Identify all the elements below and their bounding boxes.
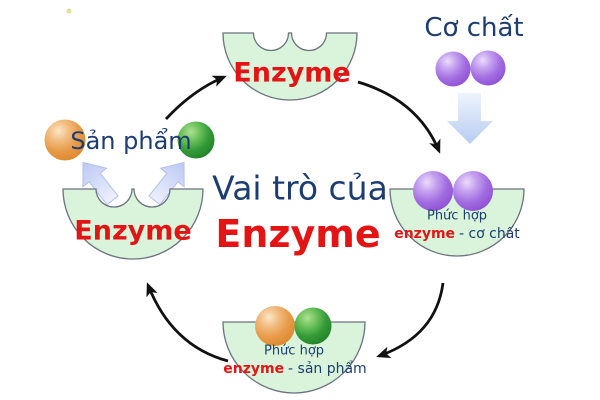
cycle-arrow-bottom-to-left-icon (146, 282, 229, 363)
enzyme-top-label: Enzyme (233, 57, 351, 89)
cycle-arrow-right-to-bottom-icon (376, 282, 445, 359)
product-green-sphere-icon (294, 307, 332, 345)
complex-product-shape (222, 321, 366, 394)
substrate-label: Cơ chất (424, 13, 524, 43)
artifact-dot (66, 8, 72, 14)
diagram-title-line1: Vai trò của (212, 168, 388, 208)
product-label: Sản phẩm (70, 127, 192, 155)
complex-product-suffix: - sản phẩm (288, 361, 367, 377)
complex-product-enzyme-word: enzyme (223, 361, 285, 377)
complex-substrate-enzyme-word: enzyme (394, 226, 456, 242)
enzyme-left-label: Enzyme (74, 215, 192, 247)
diagram-title-line2: Enzyme (215, 212, 381, 256)
release-arrow-right-icon (148, 161, 185, 206)
product-orange-sphere-icon (44, 119, 86, 161)
release-arrow-left-icon (82, 161, 119, 206)
substrate-sphere-icon (470, 50, 506, 86)
cycle-arrow-left-to-top-icon (164, 75, 227, 120)
complex-substrate-label-line2: enzyme- cơ chất (394, 227, 520, 241)
substrate-sphere-icon (435, 51, 471, 87)
cycle-arrow-top-to-right-icon (357, 80, 441, 154)
enzyme-left-shape (62, 188, 204, 260)
complex-substrate-label-line1: Phức hợp (426, 208, 488, 224)
binding-down-arrow-icon (447, 93, 493, 144)
complex-product-label-line2: enzyme- sản phẩm (223, 362, 366, 376)
substrate-sphere-icon (453, 171, 493, 211)
substrate-sphere-icon (413, 171, 453, 211)
enzyme-top-shape (222, 32, 358, 101)
complex-substrate-suffix: - cơ chất (458, 226, 520, 242)
product-green-sphere-icon (177, 121, 215, 159)
product-orange-sphere-icon (255, 306, 295, 346)
complex-product-label-line1: Phức hợp (263, 343, 325, 359)
